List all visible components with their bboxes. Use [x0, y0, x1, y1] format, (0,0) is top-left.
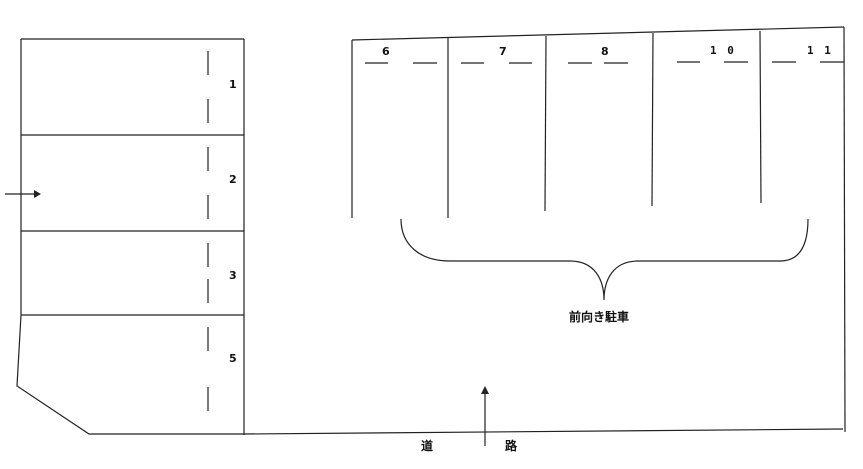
space-label-11: 1 1 — [807, 44, 833, 57]
space-label-3: 3 — [229, 269, 237, 282]
space-label-7: 7 — [499, 45, 507, 58]
right-parking-block — [243, 26, 846, 435]
grouping-brace — [400, 218, 809, 301]
left-parking-block — [16, 38, 245, 435]
arrow-right-head — [34, 190, 41, 198]
space-label-2: 2 — [229, 173, 237, 186]
arrow-up-head — [481, 386, 489, 394]
forward-parking-label: 前向き駐車 — [569, 310, 630, 324]
space-label-8: 8 — [601, 45, 609, 58]
space-label-1: 1 — [229, 78, 237, 91]
space-label-5: 5 — [229, 352, 237, 365]
space-label-10: 1 0 — [710, 44, 736, 57]
road-label-right: 路 — [505, 439, 518, 453]
space-label-6: 6 — [382, 45, 390, 58]
road-label-left: 道 — [421, 439, 434, 453]
